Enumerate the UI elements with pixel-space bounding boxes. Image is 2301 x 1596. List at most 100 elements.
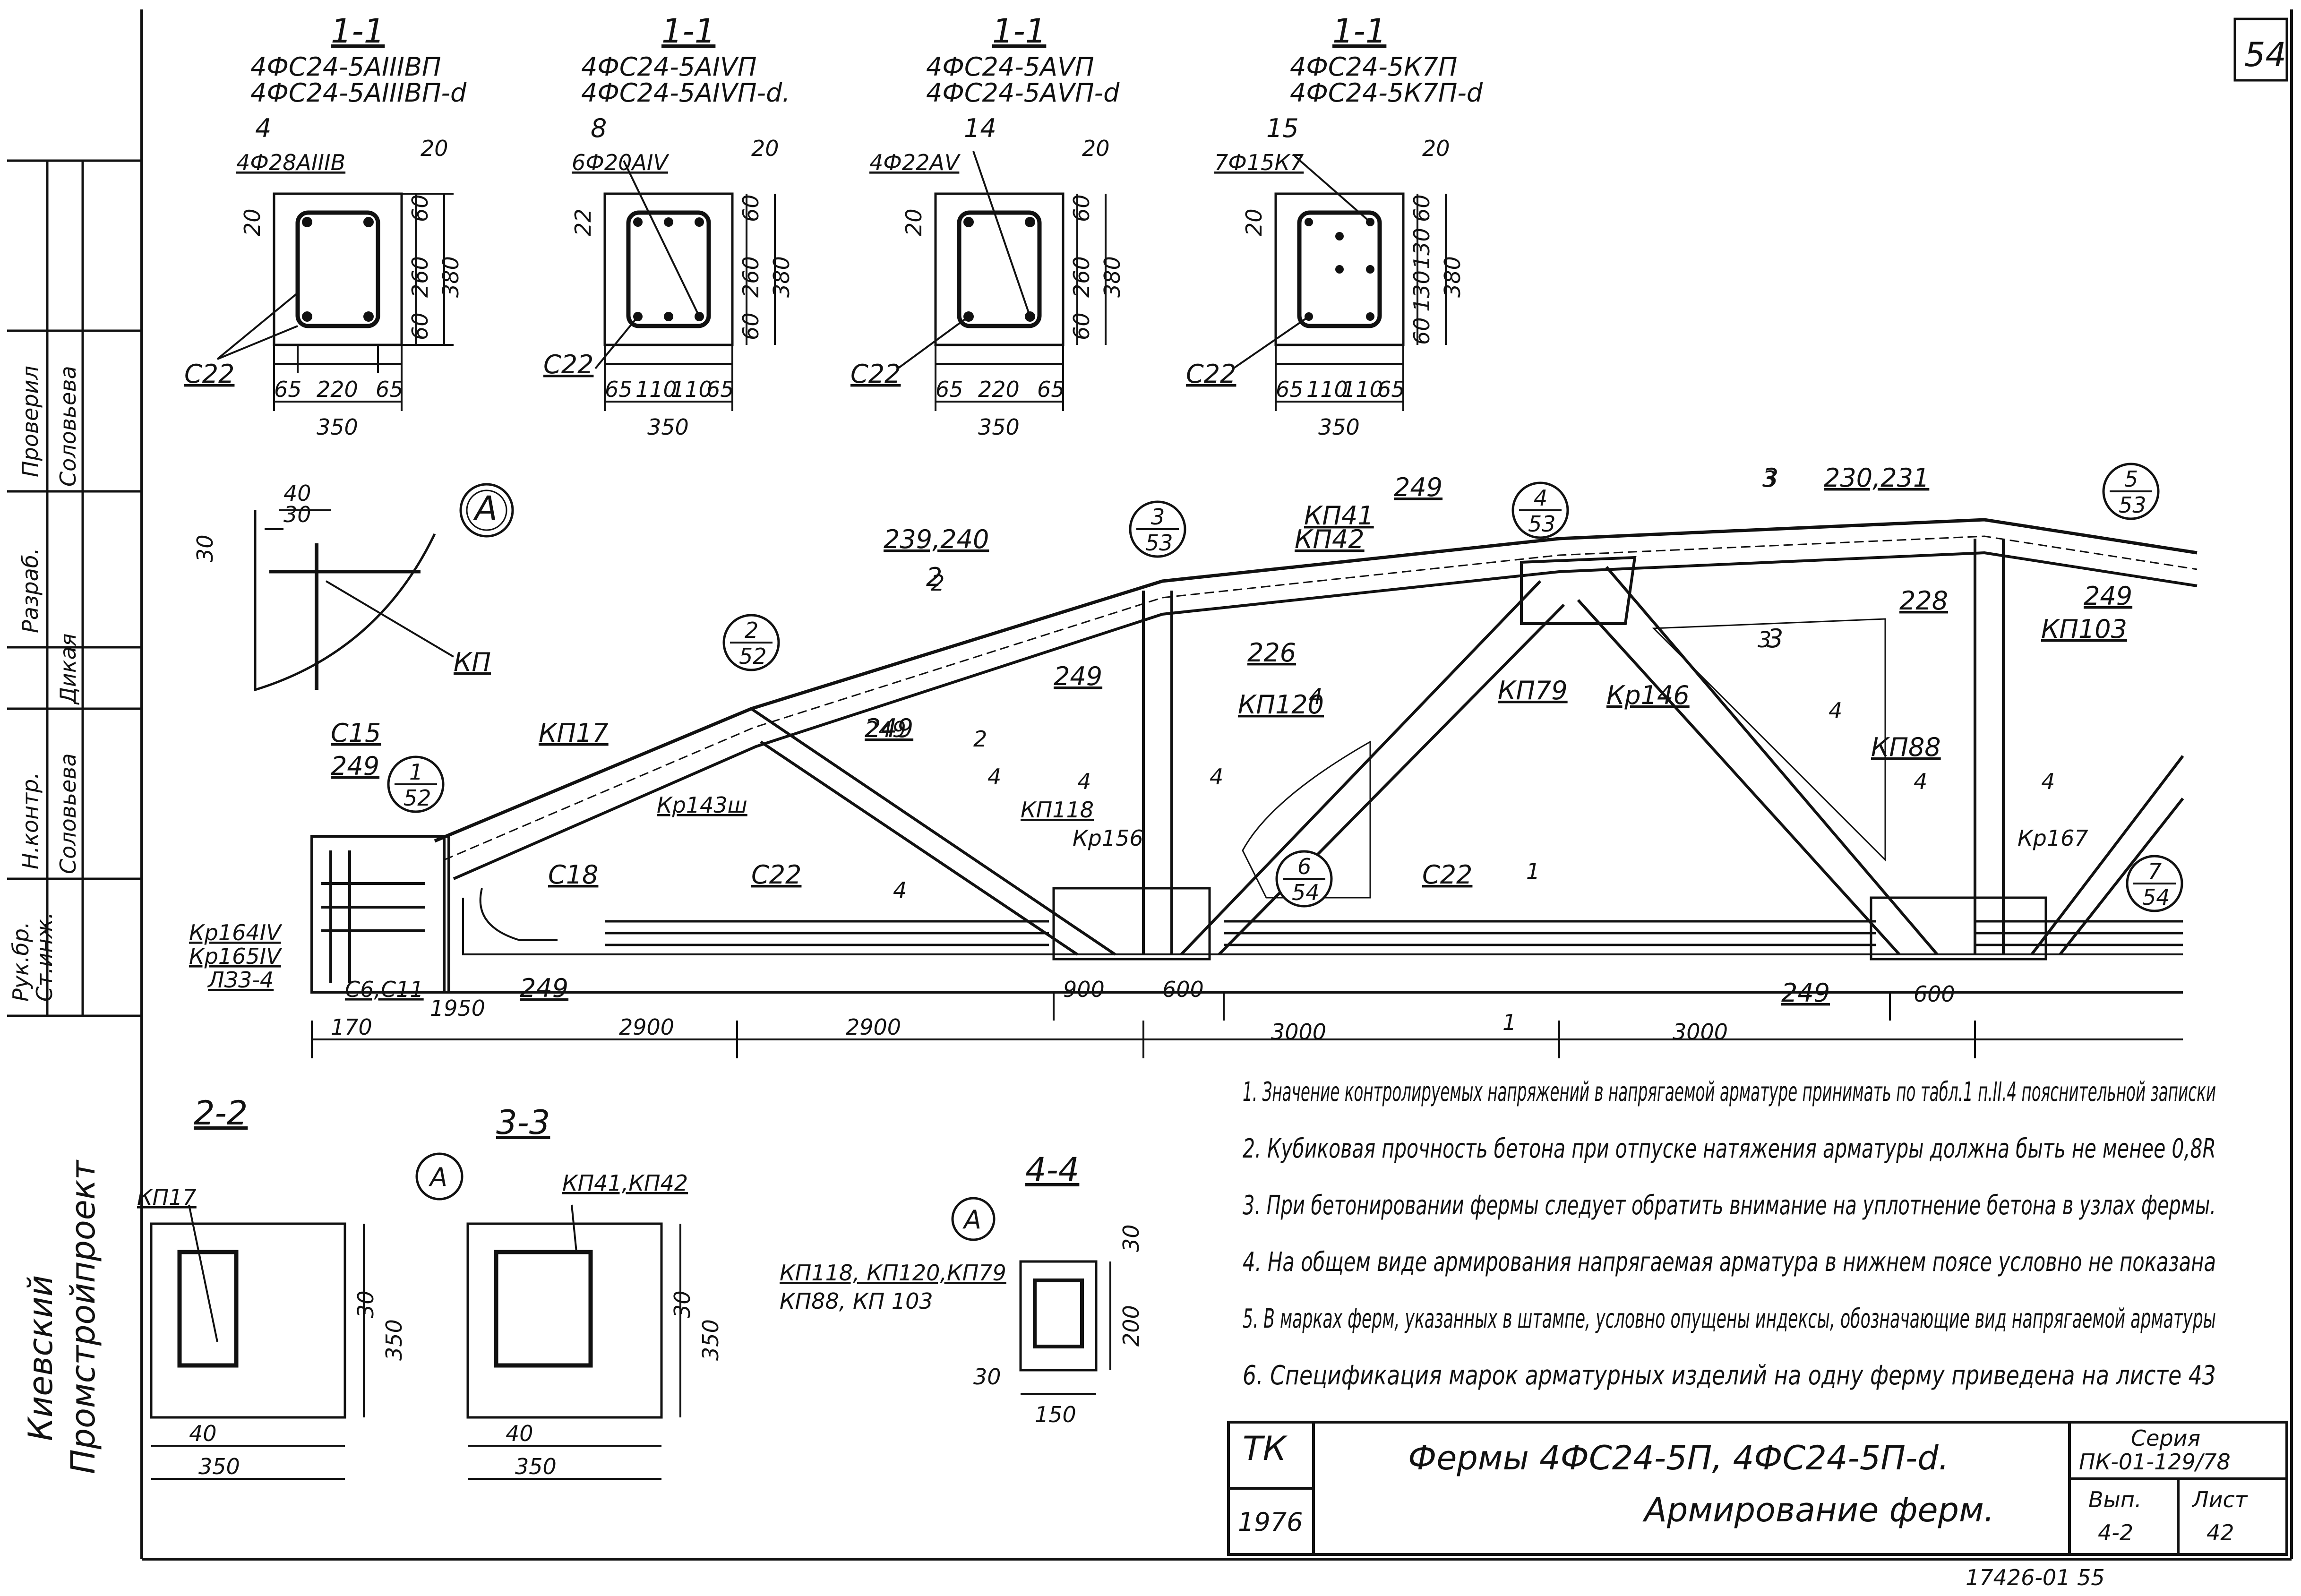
section-mark: 4: [1309, 684, 1322, 709]
section-2-2: 2-2 КП17 30 350 40 350: [137, 1094, 407, 1480]
dim-vertical: 130: [1409, 270, 1434, 312]
section-cut-label: 1-1: [661, 12, 715, 51]
node-den: 54: [2142, 884, 2170, 910]
dim-cover-v: 20: [1241, 208, 1267, 236]
section-cut-label: 1-1: [331, 12, 385, 51]
dim: 170: [331, 1014, 372, 1040]
section-stirrup-label: С22: [850, 359, 901, 389]
dim: 3000: [1271, 1019, 1326, 1045]
callout: 2: [926, 562, 942, 592]
note-6: 6. Спецификация марок арматурных изделий…: [1243, 1360, 2216, 1391]
title-line2: Армирование ферм.: [1642, 1491, 1994, 1529]
dim-vertical: 130: [1409, 228, 1434, 269]
section-bar-callout: 4Ф22АV: [869, 150, 961, 175]
dim-side-a: 30: [670, 1290, 695, 1318]
dim-vertical: 60: [1069, 194, 1094, 222]
dim-horizontal: 65: [1276, 377, 1304, 402]
note-4: 4. На общем виде армирования напрягаемая…: [1243, 1247, 2216, 1278]
truss-bottom-dims: 170 2900 2900 900 600 3000 3000 600: [331, 977, 1955, 1045]
section-mark: 4: [1077, 769, 1091, 794]
callout: 228: [1899, 586, 1948, 616]
note-3: 3. При бетонировании фермы следует обрат…: [1243, 1190, 2216, 1221]
title-year: 1976: [1238, 1507, 1303, 1537]
side-stamp-name: Дикая: [55, 634, 81, 705]
dim-vertical: 60: [1409, 317, 1434, 345]
dim-top: 30: [1118, 1224, 1144, 1252]
section-cut-label: 4-4: [1025, 1150, 1079, 1189]
truss-diagonal-1: [750, 707, 1116, 956]
callout: 226: [1247, 638, 1296, 668]
callout: ЛЗ3-4: [207, 967, 274, 993]
section-1-1-b: 1-1 4ФС24-5АIVП 4ФС24-5АIVП-d. 8 6Ф20АIV…: [543, 12, 794, 440]
dim-overall-v: 380: [769, 256, 794, 298]
dim-cover-h: 20: [1082, 136, 1110, 161]
dim-cover-h: 20: [421, 136, 448, 161]
section-mark-line1: 4ФС24-5АIVП: [581, 52, 757, 82]
section-mark: 2: [931, 570, 944, 596]
dim-bottom-a: 40: [189, 1421, 217, 1446]
node-circle-2: 2 52: [722, 614, 780, 671]
note-2: 2. Кубиковая прочность бетона при отпуск…: [1243, 1133, 2216, 1164]
dim: 3000: [1673, 1019, 1728, 1045]
node-den: 53: [1145, 530, 1173, 556]
rebar-dots: [302, 217, 374, 322]
dim-horizontal: 110: [1342, 377, 1383, 402]
node-den: 52: [404, 785, 431, 811]
section-pos-number: 14: [964, 113, 996, 143]
dim-overall-v: 350: [381, 1319, 407, 1361]
dim-horizontal: 65: [274, 377, 302, 402]
section-dim-lines: [594, 160, 776, 411]
truss-top-chord-inner: [453, 551, 2198, 880]
side-stamp-rows: Разраб. Проверил Н.контр. Рук.бр. Ст.инж…: [8, 366, 103, 1474]
section-1-1-c: 1-1 4ФС24-5АVП 4ФС24-5АVП-d 14 4Ф22АV С2…: [850, 12, 1125, 440]
dim-horizontal: 65: [1037, 377, 1065, 402]
dim-left: 30: [973, 1364, 1001, 1390]
section-mark-line2: 4ФС24-5АVП-d: [926, 78, 1120, 108]
section-mark: 1: [1526, 858, 1540, 884]
dim-vertical: 60: [738, 194, 764, 222]
section-cut-label: 3-3: [496, 1103, 550, 1142]
section-mark: 4: [987, 764, 1001, 789]
callout: Кр165IV: [189, 944, 283, 969]
dim-horizontal: 110: [671, 377, 713, 402]
section-mark: 2: [973, 726, 987, 752]
dim-vertical: 60: [738, 312, 764, 340]
callout: КП17: [539, 718, 609, 748]
section-mark-line1: 4ФС24-5АVП: [926, 52, 1094, 82]
truss-diagonal-2: [1180, 580, 1565, 956]
dim: 600: [1914, 981, 1955, 1007]
side-stamp-row: Рук.бр.: [8, 921, 34, 1002]
callout: 249: [1394, 472, 1442, 502]
callout: КП118: [1021, 797, 1094, 823]
sheet-value: 42: [2207, 1520, 2234, 1545]
section-cut-label: 1-1: [992, 12, 1046, 51]
dim-overall-h: 350: [198, 1454, 240, 1479]
section-dim-lines: [216, 193, 454, 411]
dim-overall-v: 380: [438, 256, 464, 298]
section-cut-label: 1-1: [1332, 12, 1386, 51]
section-mark: 3: [1758, 627, 1771, 652]
side-stamp: [7, 159, 142, 1017]
callout: Кр156: [1073, 825, 1143, 851]
truss-callouts: 239,240 249 КП41 КП42 249 3 230,231 2 22…: [189, 463, 2132, 1021]
detail-a-dim-top-outer: 40: [283, 481, 311, 506]
dim-cover-v: 20: [901, 208, 927, 236]
issue-value: 4-2: [2098, 1520, 2133, 1545]
side-stamp-name: Соловьева: [55, 366, 81, 487]
dim-horizontal: 65: [1377, 377, 1405, 402]
section-mark: 3: [1762, 466, 1776, 492]
callout: С18: [548, 860, 598, 890]
callout: 239,240: [884, 524, 989, 554]
title-line1: Фермы 4ФС24-5П, 4ФС24-5П-d.: [1408, 1439, 1949, 1477]
dim-cover-h: 20: [751, 136, 779, 161]
callout: 249: [520, 973, 568, 1003]
callout: 230,231: [1824, 463, 1929, 493]
side-stamp-row: Разраб.: [17, 548, 43, 633]
dim-overall-h: 150: [1035, 1402, 1076, 1427]
truss-elevation: [310, 518, 2198, 1058]
dim-bottom-a: 40: [506, 1421, 533, 1446]
section-dim-lines: [897, 151, 1107, 411]
truss-post-2: [1974, 539, 2005, 954]
section-outline: [603, 192, 734, 346]
